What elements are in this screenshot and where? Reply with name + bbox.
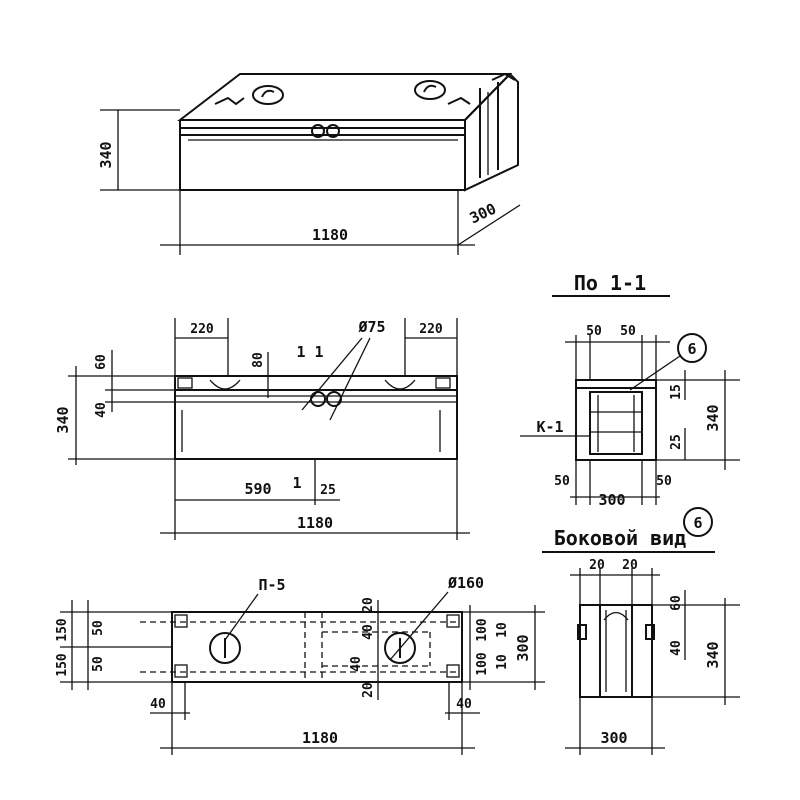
iso-length-dim: 1180 xyxy=(312,226,348,244)
front-view: 220 220 Ø75 1 1 80 340 60 40 590 1 25 11… xyxy=(54,318,470,540)
front-60-dim: 60 xyxy=(94,354,109,370)
side-20-right: 20 xyxy=(622,558,638,573)
side-40-dim: 40 xyxy=(669,640,684,656)
plan-view: П-5 Ø160 150 150 50 50 20 40 40 20 100 1… xyxy=(55,574,545,755)
plan-p5-label: П-5 xyxy=(258,576,285,594)
front-pipe-1 xyxy=(310,391,326,407)
iso-height-dim: 340 xyxy=(97,141,115,168)
side-outline xyxy=(579,604,653,698)
section-balloon-num: 6 xyxy=(687,340,696,358)
side-balloon-num: 6 xyxy=(693,514,702,532)
plan-40-upper: 40 xyxy=(361,624,376,640)
side-view: Боковой вид 6 20 20 340 60 40 300 xyxy=(542,507,740,755)
section-title: По 1-1 xyxy=(574,271,646,295)
front-left-cut-dim: 220 xyxy=(190,322,214,337)
plan-150-bottom: 150 xyxy=(55,653,70,677)
side-balloon xyxy=(683,507,713,537)
iso-loop-left xyxy=(252,85,284,105)
front-25-dim: 25 xyxy=(320,483,336,498)
section-bottom-50-left: 50 xyxy=(554,474,570,489)
side-height-dim: 340 xyxy=(704,641,722,668)
front-length-dim: 1180 xyxy=(297,514,333,532)
iso-loop-right xyxy=(414,80,446,100)
plan-100-bottom: 100 xyxy=(475,652,490,676)
section-height-dim: 340 xyxy=(704,404,722,431)
section-50-left: 50 xyxy=(586,324,602,339)
plan-50-bottom: 50 xyxy=(91,656,106,672)
front-right-cut-dim: 220 xyxy=(419,322,443,337)
section-15-dim: 15 xyxy=(669,384,684,400)
iso-pipe-2 xyxy=(326,124,340,138)
plan-loop-hole-right xyxy=(384,632,416,664)
isometric-view: 340 1180 300 xyxy=(97,72,521,255)
plan-length-dim: 1180 xyxy=(302,729,338,747)
plan-40-lower: 40 xyxy=(349,656,364,672)
plan-20-bottom: 20 xyxy=(361,682,376,698)
front-pipe-2 xyxy=(326,391,342,407)
front-pipe-dim: Ø75 xyxy=(357,318,385,336)
section-bottom-50-right: 50 xyxy=(656,474,672,489)
plan-300-dim: 300 xyxy=(514,634,532,661)
plan-40-right: 40 xyxy=(456,697,472,712)
plan-40-left: 40 xyxy=(150,697,166,712)
front-height-dim: 340 xyxy=(54,406,72,433)
plan-hole-dim: Ø160 xyxy=(447,574,484,592)
side-width-dim: 300 xyxy=(600,729,627,747)
section-k1-label: К-1 xyxy=(536,418,563,436)
plan-20-top: 20 xyxy=(361,597,376,613)
side-20-left: 20 xyxy=(589,558,605,573)
plan-50-top: 50 xyxy=(91,620,106,636)
section-balloon xyxy=(677,333,707,363)
front-outline xyxy=(174,375,458,460)
iso-top-face xyxy=(177,73,513,121)
plan-10-bottom: 10 xyxy=(495,654,510,670)
section-mark-top: 1 1 xyxy=(296,343,323,361)
section-mark-bottom: 1 xyxy=(292,474,301,492)
plan-150-top: 150 xyxy=(55,618,70,642)
plan-10-top: 10 xyxy=(495,622,510,638)
section-1-1-view: По 1-1 50 50 6 340 15 25 К-1 xyxy=(520,271,740,509)
front-590-dim: 590 xyxy=(244,480,271,498)
iso-side-face xyxy=(464,72,519,192)
iso-front-face xyxy=(179,127,466,191)
plan-loop-hole-left xyxy=(209,632,241,664)
section-width-dim: 300 xyxy=(598,491,625,509)
section-outline xyxy=(575,379,657,461)
side-title: Боковой вид xyxy=(554,526,686,550)
iso-pipe-1 xyxy=(311,124,325,138)
front-40-dim: 40 xyxy=(94,402,109,418)
side-60-dim: 60 xyxy=(669,595,684,611)
front-80-dim: 80 xyxy=(251,352,266,368)
iso-depth-dim: 300 xyxy=(467,200,499,228)
section-25-dim: 25 xyxy=(669,434,684,450)
plan-100-top: 100 xyxy=(475,618,490,642)
section-50-right: 50 xyxy=(620,324,636,339)
